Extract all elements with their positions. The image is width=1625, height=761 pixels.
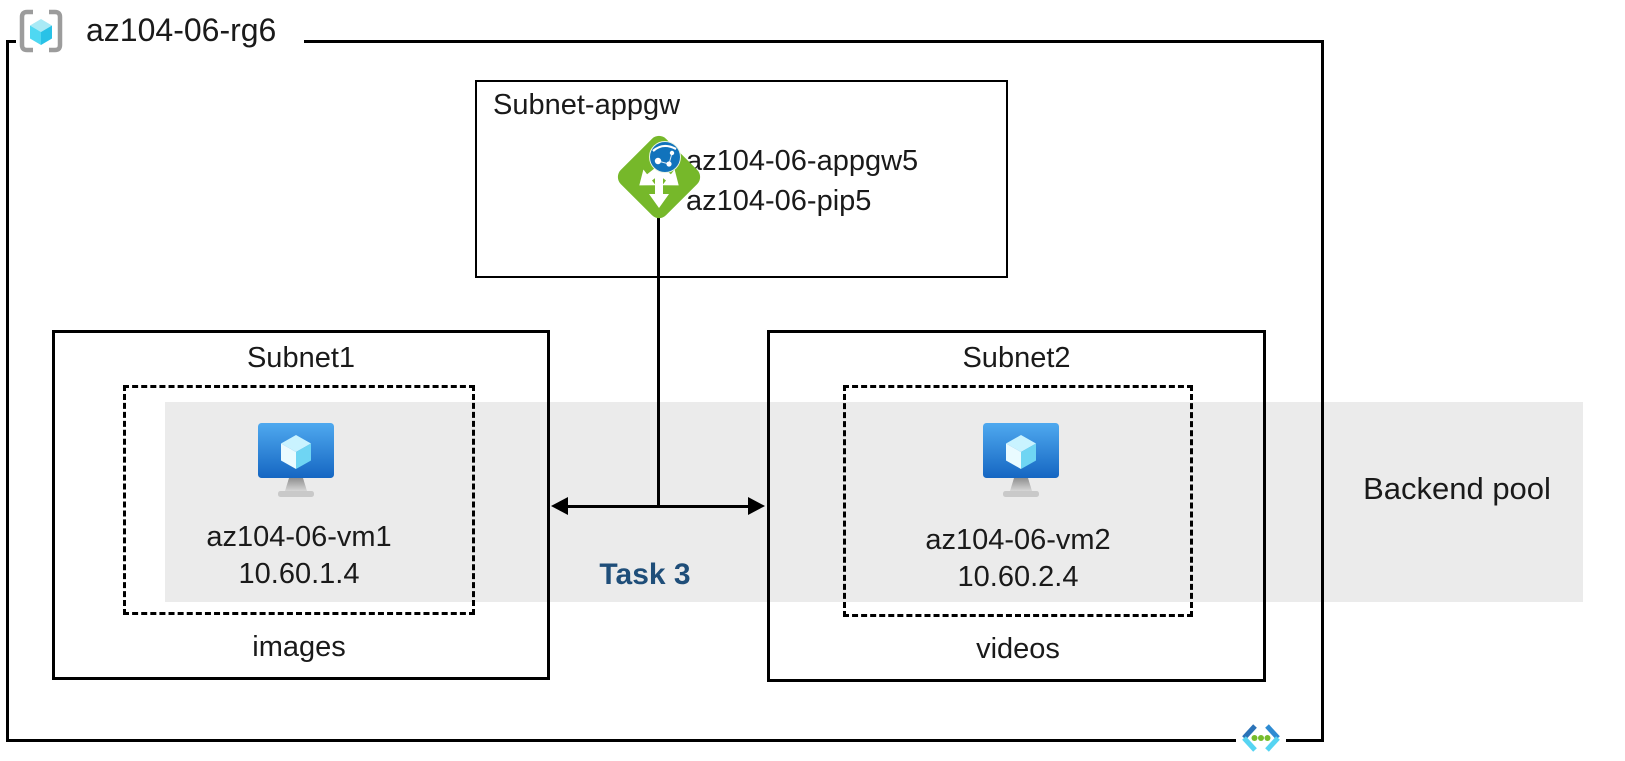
subnet1-vm-group-box <box>123 385 475 615</box>
subnet1-title: Subnet1 <box>246 342 356 374</box>
subnet-connector-line <box>560 505 756 508</box>
vm2-labels: az104-06-vm2 10.60.2.4 <box>843 522 1193 596</box>
subnet2-title: Subnet2 <box>962 342 1071 374</box>
subnet2-box <box>767 330 1266 682</box>
resource-group-title-gap <box>16 37 304 46</box>
backend-pool-band <box>165 402 1583 602</box>
vm1-name: az104-06-vm1 <box>206 521 392 553</box>
vm2-name: az104-06-vm2 <box>925 524 1111 556</box>
resource-group-icon <box>19 9 63 53</box>
resource-group-box <box>6 40 1324 742</box>
appgw-labels: az104-06-appgw5 az104-06-pip5 <box>686 141 918 221</box>
appgw-connector-line <box>657 215 660 507</box>
backend-pool-label: Backend pool <box>1363 471 1551 506</box>
arrowhead-right-icon <box>748 497 765 515</box>
subnet-appgw-box <box>475 80 1008 278</box>
appgw-public-ip-name: az104-06-pip5 <box>686 185 872 217</box>
vm2-ip: 10.60.2.4 <box>957 561 1079 593</box>
virtual-machine-icon <box>258 423 334 497</box>
arrowhead-left-icon <box>551 497 568 515</box>
task-label: Task 3 <box>599 558 691 591</box>
virtual-network-icon <box>1236 724 1286 752</box>
resource-group-name: az104-06-rg6 <box>86 12 277 48</box>
subnet2-vm-group-box <box>843 385 1193 617</box>
application-gateway-icon <box>617 135 701 219</box>
subnet2-app-label: videos <box>976 633 1060 665</box>
vm1-labels: az104-06-vm1 10.60.1.4 <box>123 519 475 593</box>
appgw-name: az104-06-appgw5 <box>686 145 919 177</box>
vm1-ip: 10.60.1.4 <box>238 558 360 590</box>
virtual-machine-icon <box>983 423 1059 497</box>
subnet1-app-label: images <box>252 631 346 663</box>
subnet1-box <box>52 330 550 680</box>
subnet-appgw-title: Subnet-appgw <box>493 89 681 121</box>
